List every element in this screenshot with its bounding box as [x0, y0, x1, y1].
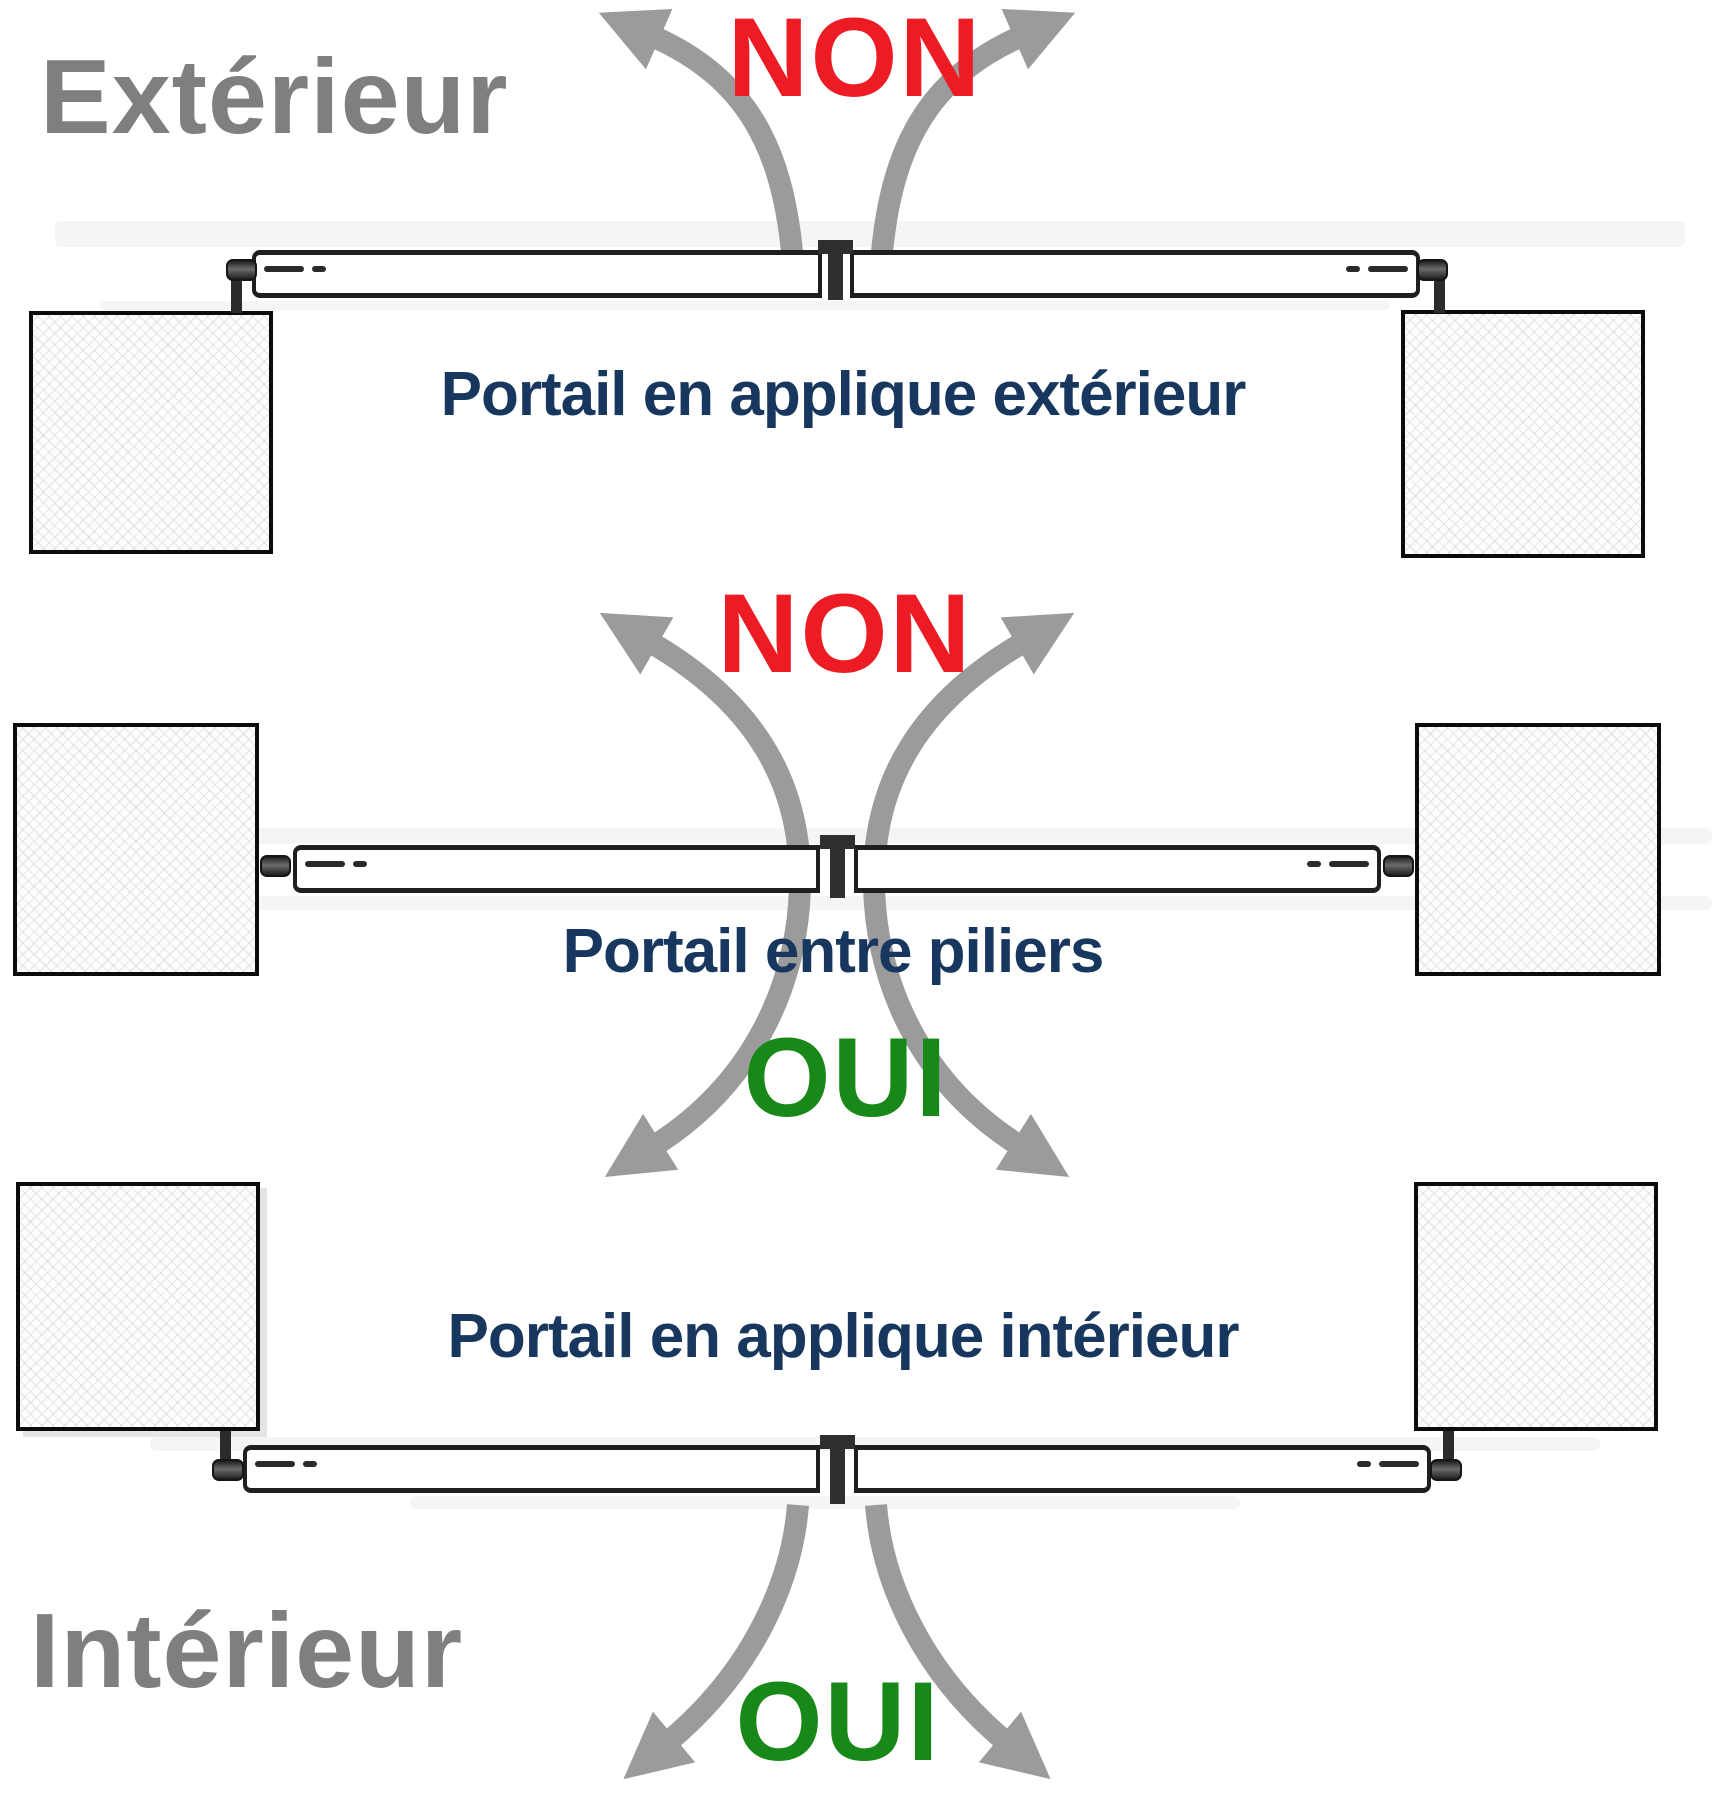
pillar-right [1401, 310, 1645, 558]
hinge-pivot-right [1383, 855, 1414, 877]
leaf-marking [353, 861, 367, 867]
leaf-marking [1357, 1461, 1371, 1467]
gate-leaf-left [243, 1445, 820, 1493]
gate-leaf-right [850, 250, 1420, 298]
center-stop [818, 240, 853, 254]
verdict-oui: OUI [735, 1659, 941, 1784]
center-stop-stem [828, 254, 843, 300]
pillar-right [1415, 723, 1661, 976]
leaf-marking [255, 1461, 295, 1467]
leaf-marking [264, 266, 304, 272]
scan-artifact-band [12, 896, 1712, 910]
section-caption: Portail en applique extérieur [440, 360, 1247, 429]
exterior-side-label: Extérieur [40, 38, 509, 156]
leaf-marking [312, 266, 326, 272]
leaf-marking [1368, 266, 1408, 272]
leaf-marking [1329, 861, 1369, 867]
gate-leaf-left [293, 845, 820, 893]
gate-leaf-right [854, 845, 1381, 893]
hinge-pivot-right [1430, 1459, 1462, 1481]
verdict-non: NON [727, 0, 983, 120]
hinge-pivot-right [1417, 259, 1448, 281]
verdict-non: NON [717, 571, 973, 696]
section-caption: Portail en applique intérieur [447, 1302, 1240, 1371]
center-stop-stem [830, 1449, 845, 1504]
pillar-right [1414, 1182, 1658, 1431]
scan-artifact-band [100, 301, 1390, 310]
pillar-left [13, 723, 259, 976]
gate-leaf-left [252, 250, 822, 298]
arrow-open-out-left [598, 8, 803, 254]
leaf-marking [1379, 1461, 1419, 1467]
leaf-marking [1307, 861, 1321, 867]
hinge-bracket-left [220, 1431, 231, 1463]
interior-side-label: Intérieur [30, 1592, 464, 1710]
scan-artifact-band [12, 828, 1712, 844]
hinge-pivot-left [212, 1459, 244, 1481]
arrow-open-in-right [865, 1504, 1051, 1780]
center-stop [820, 1435, 855, 1449]
scan-artifact-band [410, 1496, 1240, 1509]
verdict-oui: OUI [743, 1015, 949, 1140]
gate-leaf-right [854, 1445, 1431, 1493]
leaf-marking [303, 1461, 317, 1467]
leaf-marking [305, 861, 345, 867]
hinge-bracket-right [1434, 278, 1445, 313]
center-stop-stem [830, 849, 845, 898]
hinge-bracket-right [1443, 1431, 1454, 1463]
section-caption: Portail entre piliers [562, 917, 1105, 986]
hinge-bracket-left [231, 278, 242, 313]
scan-artifact-band [55, 221, 1685, 247]
pillar-left [16, 1182, 260, 1431]
arrow-open-in-left [623, 1504, 809, 1780]
hinge-pivot-left [260, 855, 291, 877]
leaf-marking [1346, 266, 1360, 272]
arrow-open-out-right [871, 8, 1076, 254]
hinge-pivot-left [226, 259, 257, 281]
center-stop [820, 835, 855, 849]
pillar-left [29, 311, 273, 554]
